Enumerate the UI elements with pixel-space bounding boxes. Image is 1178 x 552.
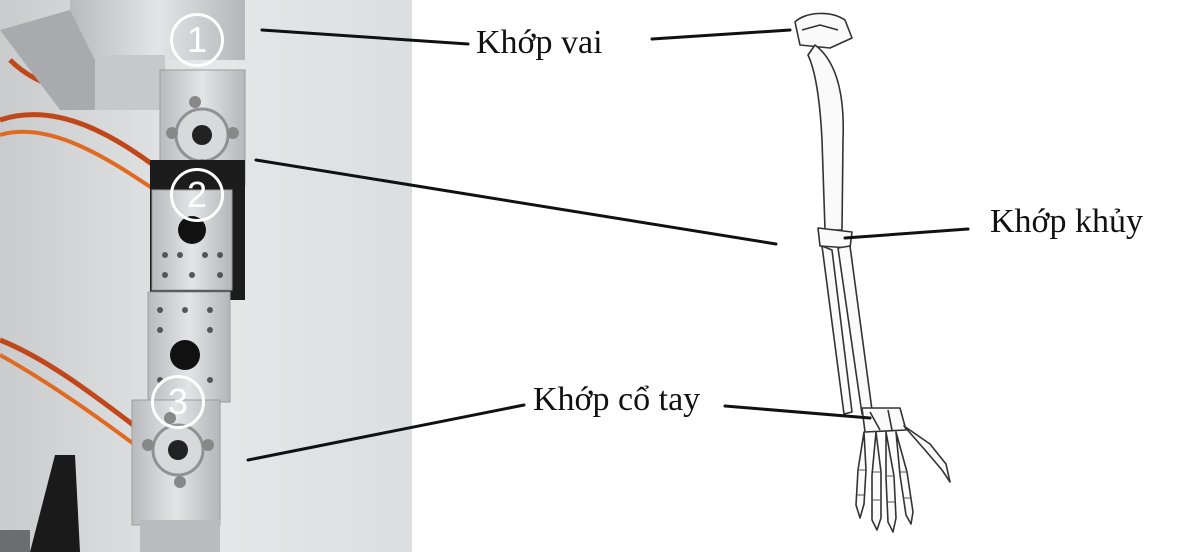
- joint-number-2: 2: [170, 168, 224, 222]
- shoulder-joint-label: Khớp vai: [476, 24, 603, 61]
- joint-number-3: 3: [151, 375, 205, 429]
- joint-number-1: 1: [170, 13, 224, 67]
- elbow-joint-label: Khớp khủy: [990, 203, 1144, 240]
- wrist-joint-label: Khớp cổ tay: [533, 381, 701, 418]
- robot-arm-photo: [0, 0, 412, 552]
- arm-skeleton-drawing: [794, 12, 951, 533]
